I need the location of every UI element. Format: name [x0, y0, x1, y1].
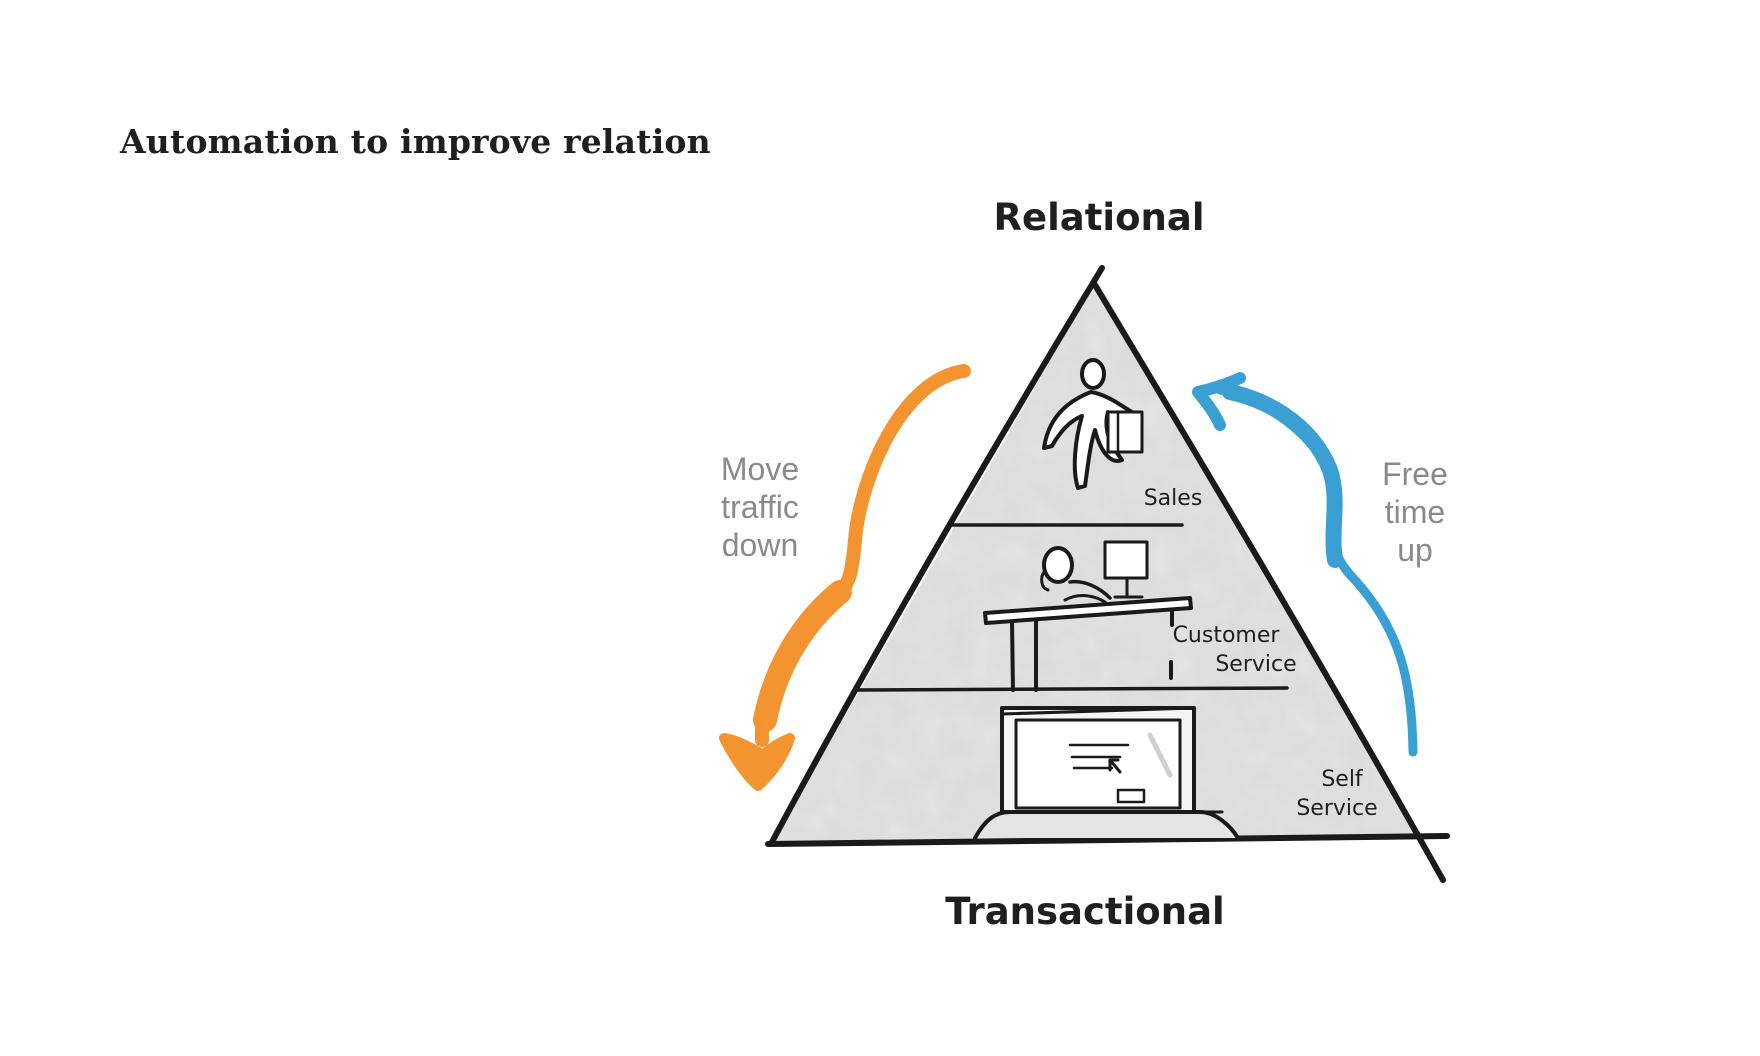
page-title: Automation to improve relation	[120, 122, 711, 161]
move-traffic-down-line3: down	[722, 527, 799, 563]
customer-service-label-line1: Customer	[1173, 623, 1281, 648]
move-traffic-down-arrow	[719, 364, 971, 791]
free-time-up-line2: time	[1385, 494, 1445, 530]
customer-service-label-line2: Service	[1215, 652, 1296, 677]
move-traffic-down-line1: Move	[721, 451, 799, 487]
transactional-label: Transactional	[945, 890, 1224, 933]
pyramid-right-edge	[1092, 282, 1446, 883]
pyramid	[765, 265, 1450, 883]
free-time-up-line1: Free	[1382, 456, 1448, 492]
customer-service-icon	[983, 540, 1193, 692]
self-service-label-line1: Self	[1321, 767, 1364, 792]
self-service-label-line2: Service	[1296, 796, 1377, 821]
salesperson-icon	[1042, 358, 1144, 490]
pyramid-left-edge	[769, 265, 1105, 845]
laptop-icon	[973, 706, 1240, 840]
free-time-up-line3: up	[1397, 532, 1433, 568]
pyramid-base	[765, 833, 1450, 847]
move-traffic-down-line2: traffic	[721, 489, 799, 525]
sales-label: Sales	[1144, 486, 1203, 511]
divider-bottom	[856, 686, 1289, 692]
free-time-up-arrow	[1192, 372, 1418, 757]
pyramid-fill	[772, 280, 1418, 842]
relational-label: Relational	[993, 196, 1204, 239]
